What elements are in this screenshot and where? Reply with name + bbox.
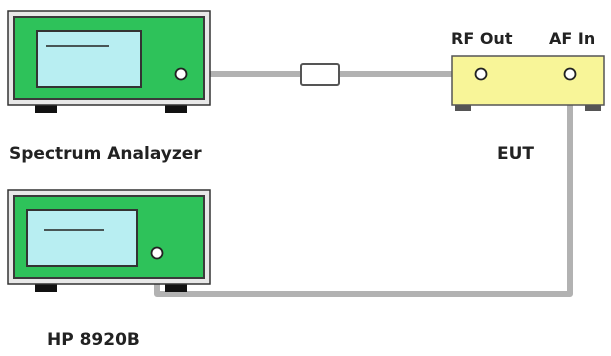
hp-8920b-label: HP 8920B [47,330,140,350]
cables [154,71,573,297]
eut-body [451,55,605,106]
generator-foot-right [165,283,187,292]
spectrum-analyzer [7,10,211,113]
analyzer-foot-left [35,104,57,113]
analyzer-foot-right [165,104,187,113]
cable-generator-to-af-in [154,71,573,297]
attenuator-block [300,63,340,86]
spectrum-analyzer-label: Spectrum Analayzer [9,144,202,164]
generator-screen [26,209,138,267]
analyzer-port [174,67,188,81]
generator-foot-left [35,283,57,292]
eut-rf-out-port [474,67,488,81]
eut-foot-right [585,105,601,111]
rf-out-label: RF Out [451,29,513,48]
analyzer-screen [36,30,142,88]
eut-label: EUT [497,144,534,164]
generator-port [150,246,164,260]
eut-foot-left [455,105,471,111]
hp-8920b [7,189,211,292]
eut-af-in-port [563,67,577,81]
eut [451,55,605,111]
af-in-label: AF In [549,29,595,48]
